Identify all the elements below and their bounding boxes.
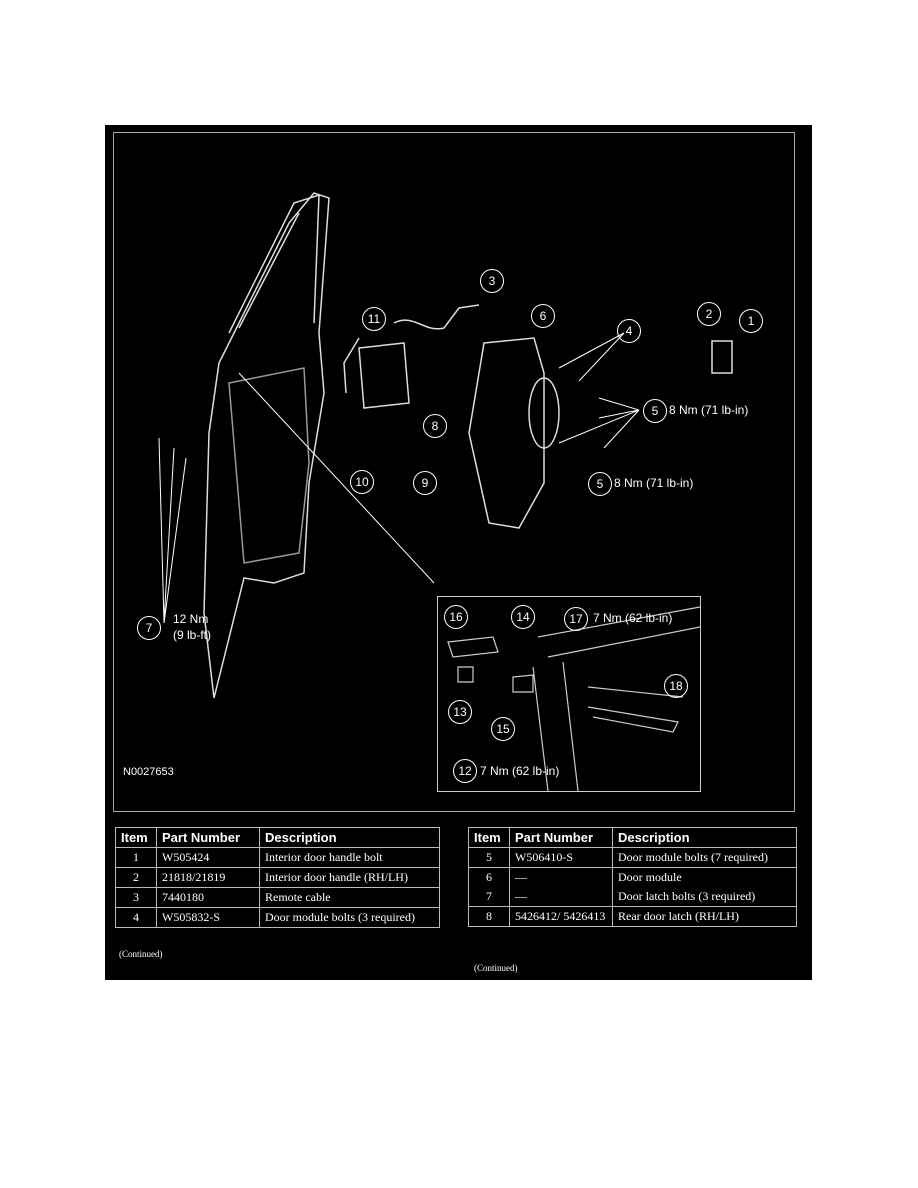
table-row: 7—Door latch bolts (3 required) (468, 887, 797, 907)
cell: 1 (115, 847, 157, 868)
cell: 5426412/ 5426413 (509, 906, 613, 927)
continued-note-1: (Continued) (119, 949, 163, 959)
callout-11: 11 (362, 307, 386, 331)
header-description: Description (259, 827, 440, 848)
diagram-panel: 1 2 3 4 5 5 6 7 8 9 10 11 8 Nm (71 lb-in… (105, 125, 812, 980)
handle-2 (711, 340, 733, 374)
callout-9: 9 (413, 471, 437, 495)
door-window-frame (228, 193, 320, 334)
cell: Door latch bolts (3 required) (612, 887, 797, 907)
cell: — (509, 867, 613, 887)
callout-4: 4 (617, 319, 641, 343)
torque-12: 7 Nm (62 lb-in) (480, 764, 560, 778)
cell: Door module (612, 867, 797, 887)
cell: W506410-S (509, 847, 613, 868)
callout-15: 15 (491, 717, 515, 741)
callout-12: 12 (453, 759, 477, 783)
cell: Rear door latch (RH/LH) (612, 906, 797, 927)
cell: 6 (468, 867, 510, 887)
table-row: 6—Door module (468, 867, 797, 887)
remote-cable (393, 304, 480, 330)
cell: — (509, 887, 613, 907)
cell: 7440180 (156, 887, 260, 908)
cell: Interior door handle bolt (259, 847, 440, 868)
cell: W505832-S (156, 907, 260, 928)
cell: 3 (115, 887, 157, 908)
callout-1: 1 (739, 309, 763, 333)
cell: Remote cable (259, 887, 440, 908)
callout-3: 3 (480, 269, 504, 293)
handle-detail-drawing (447, 606, 701, 792)
cell: 8 (468, 906, 510, 927)
door-inner (228, 367, 310, 564)
speaker (528, 377, 560, 449)
torque-5a: 8 Nm (71 lb-in) (669, 403, 749, 417)
door-shell (203, 192, 330, 699)
callout-7: 7 (137, 616, 161, 640)
callout-5a: 5 (643, 399, 667, 423)
header-item: Item (115, 827, 157, 848)
callout-2: 2 (697, 302, 721, 326)
header-part-number: Part Number (156, 827, 260, 848)
torque-17: 7 Nm (62 lb-in) (593, 611, 673, 625)
callout-8: 8 (423, 414, 447, 438)
cell: 2 (115, 867, 157, 888)
door-exploded-view (158, 192, 733, 699)
cell: Door module bolts (3 required) (259, 907, 440, 928)
detail-inset: 16 14 17 7 Nm (62 lb-in) 13 15 18 12 7 N… (437, 596, 701, 792)
cell: W505424 (156, 847, 260, 868)
leader-lines (158, 332, 640, 624)
cell: 4 (115, 907, 157, 928)
torque-7-line1: 12 Nm (173, 612, 209, 626)
callout-13: 13 (448, 700, 472, 724)
callout-17: 17 (564, 607, 588, 631)
header-part-number: Part Number (509, 827, 613, 848)
door-module (468, 337, 545, 529)
torque-5b: 8 Nm (71 lb-in) (614, 476, 694, 490)
rod-11 (343, 337, 360, 394)
callout-18: 18 (664, 674, 688, 698)
callout-16: 16 (444, 605, 468, 629)
cell: Door module bolts (7 required) (612, 847, 797, 868)
callout-10: 10 (350, 470, 374, 494)
door-latch (358, 342, 410, 409)
cell: Interior door handle (RH/LH) (259, 867, 440, 888)
callout-6: 6 (531, 304, 555, 328)
continued-note-2: (Continued) (474, 963, 518, 973)
cell: 21818/21819 (156, 867, 260, 888)
header-item: Item (468, 827, 510, 848)
callout-5b: 5 (588, 472, 612, 496)
callout-14: 14 (511, 605, 535, 629)
header-description: Description (612, 827, 797, 848)
figure-id: N0027653 (123, 766, 174, 778)
torque-7-line2: (9 lb-ft) (173, 628, 212, 642)
cell: 5 (468, 847, 510, 868)
diagram-frame: 1 2 3 4 5 5 6 7 8 9 10 11 8 Nm (71 lb-in… (113, 132, 795, 812)
cell: 7 (468, 887, 510, 907)
